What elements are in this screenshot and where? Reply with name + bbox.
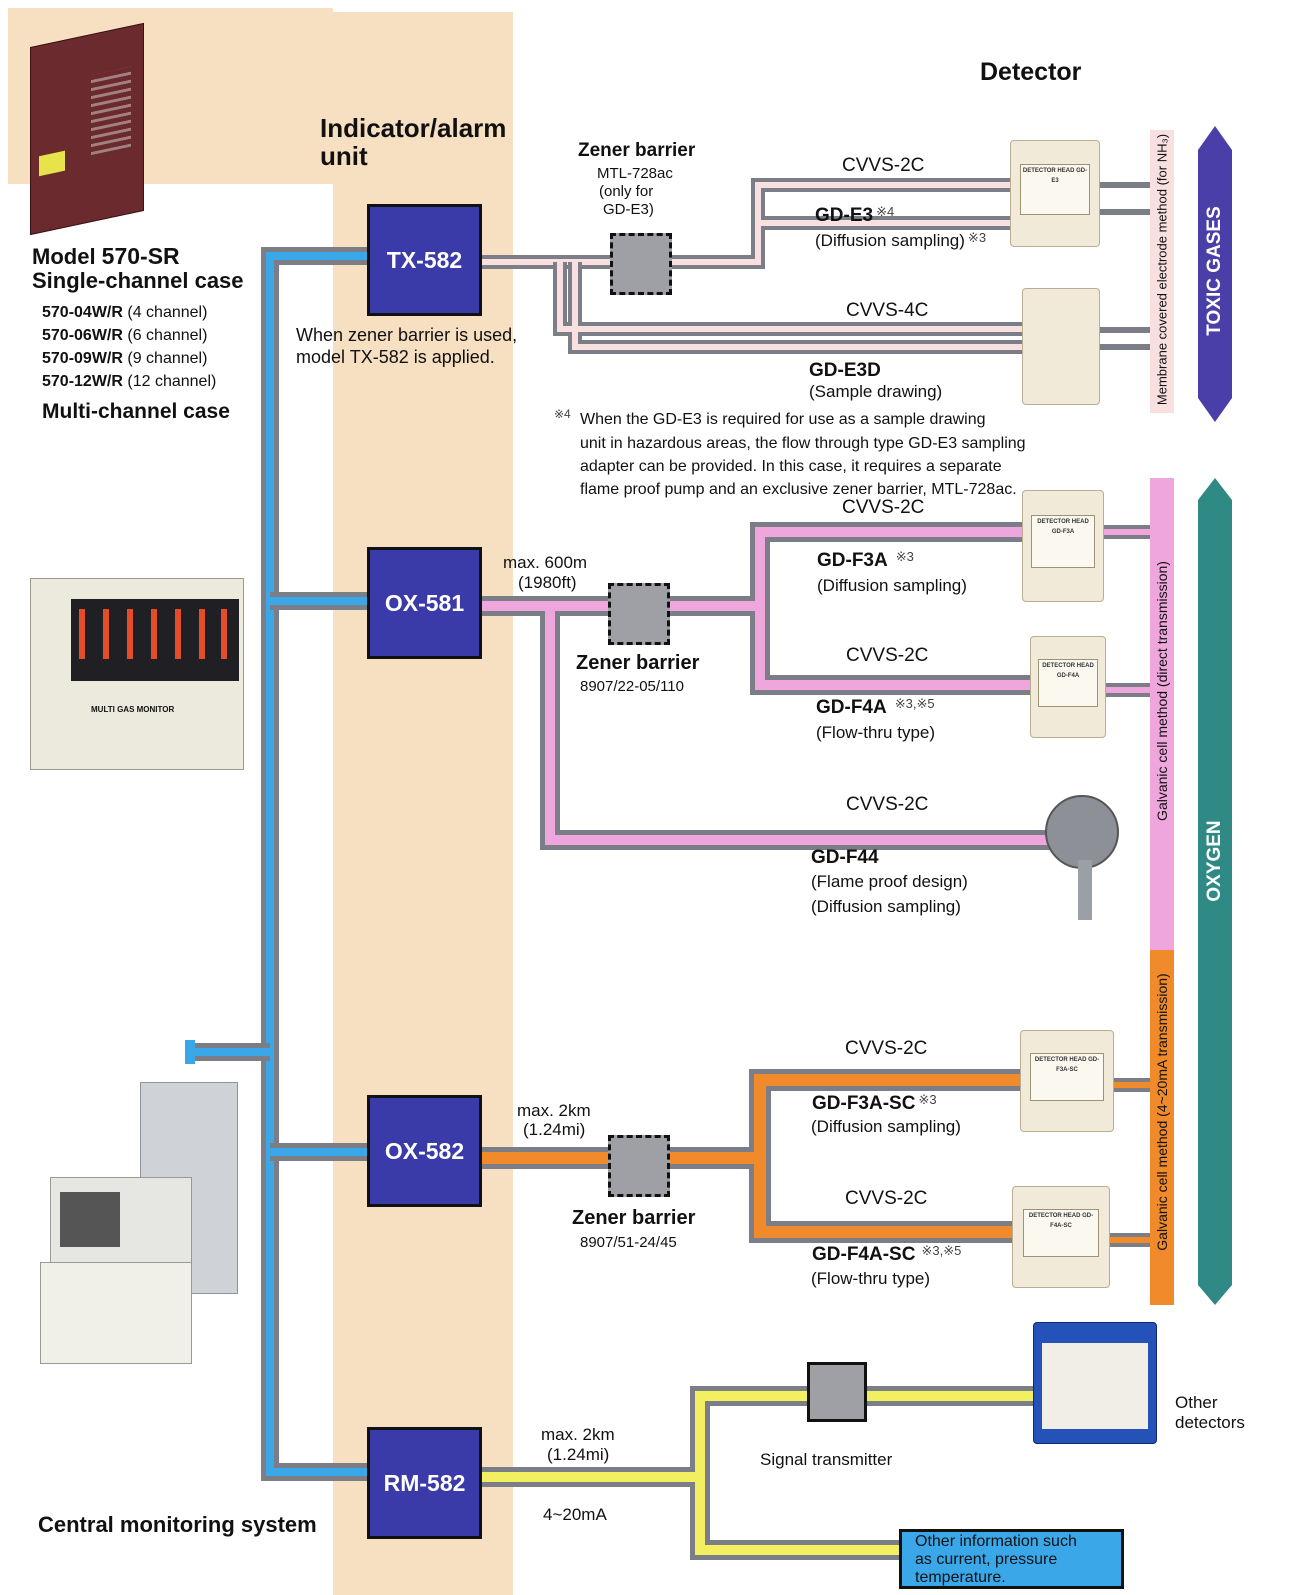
zener-barrier-1-l1: MTL-728ac [597, 165, 673, 182]
gd-e3-image: DETECTOR HEAD GD-E3 [1010, 140, 1100, 247]
tx-note-2: model TX-582 is applied. [296, 347, 495, 368]
zener-barrier-3-box [608, 1135, 670, 1197]
zener-barrier-2-box [608, 583, 670, 645]
multi-gas-monitor-image: MULTI GAS MONITOR [30, 578, 244, 770]
gd-f3a-name: GD-F3A※3 [817, 550, 914, 572]
gd-e3-name: GD-E3※4 [815, 205, 894, 227]
gd-e3d-image [1022, 288, 1100, 405]
gd-f3a-image: DETECTOR HEAD GD-F3A [1022, 490, 1104, 602]
model-sr-label: Model 570-SR [32, 243, 180, 269]
oxygen-label: OXYGEN [1204, 781, 1226, 941]
other-detector-image [1033, 1322, 1157, 1444]
galvanic-420-label: Galvanic cell method (4~20mA transmissio… [1154, 930, 1170, 1294]
single-channel-case-image [30, 23, 144, 235]
gd-f44-desc-2: (Diffusion sampling) [811, 897, 961, 917]
gd-f44-image [1045, 795, 1119, 869]
zener-barrier-1-l2: (only for [599, 183, 653, 200]
ox581-dist-2: (1980ft) [518, 573, 577, 593]
rm-dist-2: (1.24mi) [547, 1445, 609, 1465]
zener-barrier-3-code: 8907/51-24/45 [580, 1234, 677, 1251]
zener-barrier-2-title: Zener barrier [576, 652, 699, 675]
ox-581-unit: OX-581 [367, 547, 482, 659]
central-monitoring-image [40, 1082, 240, 1372]
gd-f3a-desc: (Diffusion sampling) [817, 576, 967, 596]
multi-model-4: 570-12W/R (12 channel) [42, 373, 216, 391]
gd-f44-name: GD-F44 [811, 847, 879, 869]
blue-trunk [270, 256, 370, 1472]
membrane-label: Membrane covered electrode method (for N… [1155, 130, 1170, 410]
cable-label-3: CVVS-2C [842, 497, 924, 519]
zener-barrier-3-title: Zener barrier [572, 1207, 695, 1230]
zener-barrier-1-l3: GD-E3) [603, 201, 654, 218]
gd-f3a-sc-image: DETECTOR HEAD GD-F3A-SC [1020, 1030, 1114, 1132]
indicator-heading-1: Indicator/alarm [320, 114, 506, 144]
footnote-2: unit in hazardous areas, the flow throug… [580, 435, 1026, 453]
zener-barrier-1-box [610, 233, 672, 295]
gd-f4a-sc-image: DETECTOR HEAD GD-F4A-SC [1012, 1186, 1110, 1288]
other-info-2: as current, pressure [915, 1551, 1057, 1569]
gd-f4a-image: DETECTOR HEAD GD-F4A [1030, 636, 1106, 738]
indicator-heading-2: unit [320, 142, 368, 172]
cable-label-6: CVVS-2C [845, 1038, 927, 1060]
footnote-3: adapter can be provided. In this case, i… [580, 458, 1002, 476]
detector-heading: Detector [980, 58, 1081, 87]
cable-label-4: CVVS-2C [846, 645, 928, 667]
multi-model-2: 570-06W/R (6 channel) [42, 327, 207, 345]
multi-model-1: 570-04W/R (4 channel) [42, 304, 207, 322]
cable-label-2: CVVS-4C [846, 300, 928, 322]
gd-e3d-name: GD-E3D [809, 360, 881, 382]
galvanic-direct-label: Galvanic cell method (direct transmissio… [1154, 511, 1170, 871]
zener-barrier-2-code: 8907/22-05/110 [580, 678, 684, 695]
zener-barrier-1-title: Zener barrier [578, 140, 695, 162]
multi-case-label: Multi-channel case [42, 400, 230, 424]
single-case-label: Single-channel case [32, 268, 244, 293]
cable-label-1: CVVS-2C [842, 155, 924, 177]
gd-f44-desc-1: (Flame proof design) [811, 872, 968, 892]
rm-dist-1: max. 2km [541, 1425, 615, 1445]
ox582-dist-1: max. 2km [517, 1101, 591, 1121]
gd-f4a-desc: (Flow-thru type) [816, 723, 935, 743]
ox581-dist-1: max. 600m [503, 553, 587, 573]
other-info-1: Other information such [915, 1533, 1077, 1551]
toxic-gases-label: TOXIC GASES [1204, 171, 1226, 371]
footnote-4: flame proof pump and an exclusive zener … [580, 481, 1017, 499]
central-monitoring-label: Central monitoring system [38, 1512, 317, 1537]
ox582-dist-2: (1.24mi) [523, 1120, 585, 1140]
footnote-mark: ※4 [554, 408, 571, 422]
gd-f3a-sc-desc: (Diffusion sampling) [811, 1117, 961, 1137]
signal-transmitter-box [807, 1362, 867, 1422]
gd-f4a-sc-name: GD-F4A-SC※3,※5 [812, 1244, 961, 1266]
gd-f4a-sc-desc: (Flow-thru type) [811, 1269, 930, 1289]
rm-582-unit: RM-582 [367, 1427, 482, 1539]
signal-transmitter-label: Signal transmitter [760, 1450, 892, 1470]
tx-582-unit: TX-582 [367, 204, 482, 316]
gd-f4a-name: GD-F4A※3,※5 [816, 697, 935, 719]
ox-582-unit: OX-582 [367, 1095, 482, 1207]
gd-e3d-desc: (Sample drawing) [809, 382, 942, 402]
other-detectors-1: Other [1175, 1393, 1218, 1413]
gd-e3-desc: (Diffusion sampling)※3 [815, 231, 986, 251]
multi-model-3: 570-09W/R (9 channel) [42, 350, 207, 368]
cable-label-5: CVVS-2C [846, 794, 928, 816]
rm-signal: 4~20mA [543, 1505, 607, 1525]
other-info-3: temperature. [915, 1569, 1006, 1587]
cable-label-7: CVVS-2C [845, 1188, 927, 1210]
footnote-1: When the GD-E3 is required for use as a … [580, 411, 986, 429]
monitor-panel-label: MULTI GAS MONITOR [91, 705, 174, 714]
other-detectors-2: detectors [1175, 1413, 1245, 1433]
gd-f3a-sc-name: GD-F3A-SC※3 [812, 1093, 937, 1115]
tx-note-1: When zener barrier is used, [296, 325, 517, 346]
